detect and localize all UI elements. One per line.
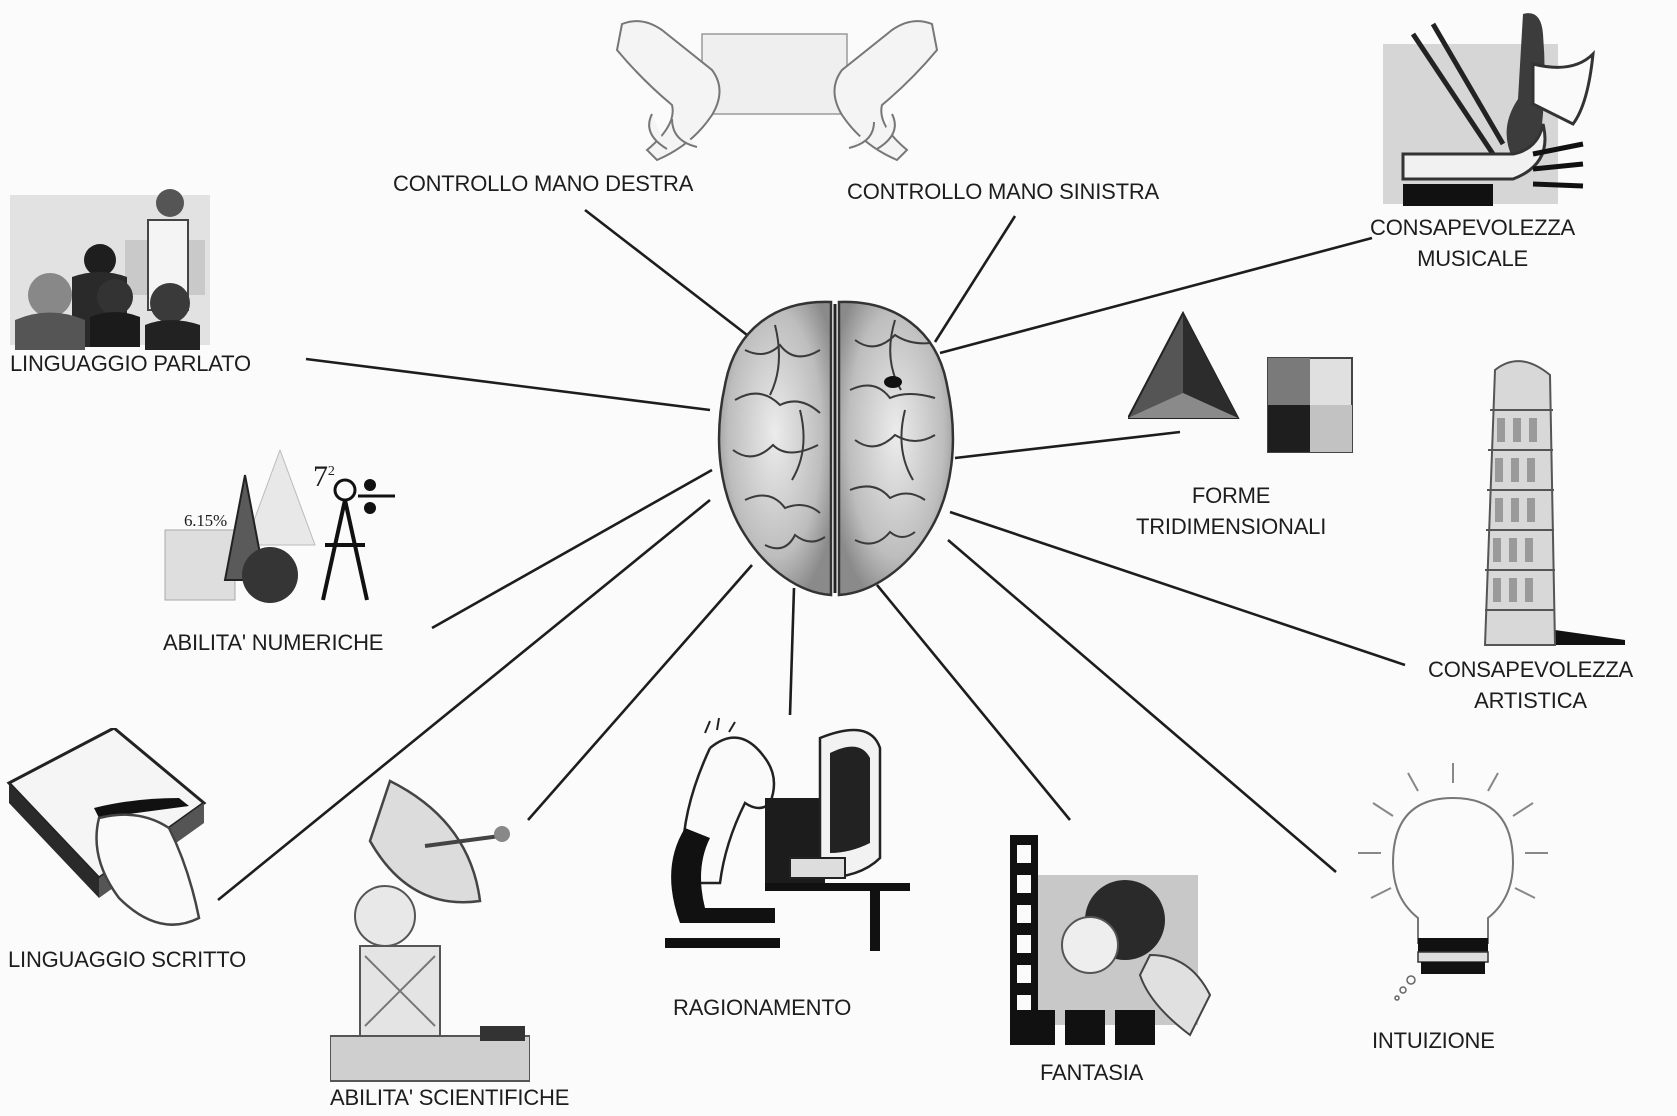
label-linguaggio-parlato: LINGUAGGIO PARLATO: [10, 348, 251, 379]
musical-instruments-illustration: [1383, 4, 1598, 209]
power-exp: 2: [328, 464, 335, 479]
line-intuizione: [948, 540, 1336, 872]
satellite-dish-illustration: [330, 776, 530, 1086]
label-ragionamento: RAGIONAMENTO: [673, 992, 851, 1023]
man-at-computer-illustration: [665, 718, 910, 958]
power-figure: 72: [313, 456, 335, 492]
label-line-1: FORME: [1136, 480, 1326, 511]
label-consapevolezza-artistica: CONSAPEVOLEZZA ARTISTICA: [1428, 654, 1633, 716]
label-forme-tridimensionali: FORME TRIDIMENSIONALI: [1136, 480, 1326, 542]
label-abilita-scientifiche: ABILITA' SCIENTIFICHE: [330, 1082, 569, 1113]
three-d-shapes-illustration: [1128, 308, 1363, 453]
speaking-classroom-illustration: [10, 185, 210, 355]
label-controllo-mano-destra: CONTROLLO MANO DESTRA: [393, 168, 693, 199]
label-line-1: CONSAPEVOLEZZA: [1370, 212, 1575, 243]
label-line-1: CONSAPEVOLEZZA: [1428, 654, 1633, 685]
label-consapevolezza-musicale: CONSAPEVOLEZZA MUSICALE: [1370, 212, 1575, 274]
label-controllo-mano-sinistra: CONTROLLO MANO SINISTRA: [847, 176, 1159, 207]
light-bulb-illustration: [1353, 758, 1553, 1013]
power-base: 7: [313, 460, 328, 493]
writing-hand-illustration: [4, 728, 209, 943]
line-parlato: [306, 359, 710, 410]
label-line-2: MUSICALE: [1370, 243, 1575, 274]
brain-illustration: [705, 290, 965, 610]
film-romance-illustration: [1010, 835, 1225, 1060]
leaning-tower-illustration: [1455, 350, 1625, 650]
label-fantasia: FANTASIA: [1040, 1057, 1143, 1088]
label-abilita-numeriche: ABILITA' NUMERICHE: [163, 627, 383, 658]
label-line-2: TRIDIMENSIONALI: [1136, 511, 1326, 542]
line-numeriche: [432, 470, 712, 628]
label-intuizione: INTUIZIONE: [1372, 1025, 1495, 1056]
label-linguaggio-scritto: LINGUAGGIO SCRITTO: [8, 944, 246, 975]
label-line-2: ARTISTICA: [1428, 685, 1633, 716]
pct-figure: 6.15%: [184, 505, 227, 536]
hands-illustration: [612, 4, 942, 169]
